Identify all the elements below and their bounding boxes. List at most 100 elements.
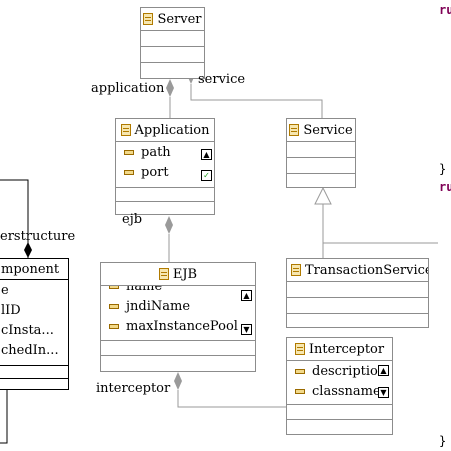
class-icon	[143, 13, 154, 25]
scroll-up-icon[interactable]: ▲	[201, 149, 212, 160]
class-component[interactable]: mponent e lID cInsta... chedIn...	[0, 258, 69, 390]
attribute-name: classname	[312, 383, 381, 399]
class-ejb[interactable]: EJB name jndiName maxInstancePool ▲ ▼	[100, 262, 256, 372]
composition-diamond-server-application	[166, 79, 174, 97]
operations-compartment	[287, 158, 355, 174]
edge-component-bottom	[0, 390, 8, 444]
attribute-row[interactable]: cInsta...	[0, 320, 68, 340]
attribute-icon	[109, 323, 119, 329]
class-header: mponent	[0, 259, 68, 280]
edge-ejb-interceptor	[177, 390, 286, 408]
operations-compartment	[0, 366, 68, 379]
scroll-up-icon[interactable]: ▲	[241, 290, 252, 301]
role-label-application: application	[91, 81, 165, 96]
attribute-name: chedIn...	[1, 342, 59, 358]
attribute-icon	[124, 149, 134, 155]
attributes-compartment: name jndiName maxInstancePool ▲ ▼	[101, 286, 255, 341]
role-label-structure: erstructure	[0, 229, 76, 244]
attribute-name: lID	[1, 302, 21, 318]
attribute-row[interactable]: port	[116, 162, 214, 182]
class-header: Interceptor	[287, 338, 392, 361]
attributes-compartment: e lID cInsta... chedIn...	[0, 280, 68, 366]
operations-compartment	[287, 405, 392, 420]
class-name: Server	[157, 11, 202, 27]
attributes-compartment	[141, 31, 204, 47]
attribute-row[interactable]: description	[287, 361, 392, 381]
inheritance-triangle-service	[314, 186, 332, 205]
edge-server-service	[190, 84, 323, 118]
code-keyword-fragment: ru	[439, 3, 451, 17]
attribute-row[interactable]: chedIn...	[0, 340, 68, 360]
extra-compartment	[287, 314, 428, 327]
attributes-compartment: description classname ▲ ▼	[287, 361, 392, 405]
class-icon	[158, 268, 169, 280]
attributes-compartment: path port ▲ ✓	[116, 142, 214, 188]
class-header: Server	[141, 8, 204, 31]
scroll-down-icon[interactable]: ✓	[201, 170, 212, 181]
attribute-row[interactable]: lID	[0, 300, 68, 320]
scroll-down-icon[interactable]: ▼	[378, 387, 389, 398]
attribute-icon	[124, 169, 134, 175]
scroll-down-icon[interactable]: ▼	[241, 324, 252, 335]
class-icon	[294, 343, 305, 355]
extra-compartment	[0, 379, 68, 389]
role-label-service: service	[198, 72, 246, 87]
attribute-name: path	[141, 144, 171, 160]
attribute-name: cInsta...	[1, 322, 54, 338]
extra-compartment	[141, 63, 204, 78]
attribute-name: jndiName	[126, 298, 191, 314]
class-header: EJB	[101, 263, 255, 286]
code-brace: }	[439, 162, 447, 176]
class-icon	[291, 264, 301, 276]
extra-compartment	[287, 420, 392, 433]
attribute-row[interactable]: path	[116, 142, 214, 162]
composition-diamond-application-ejb	[165, 216, 173, 234]
class-header: Application	[116, 119, 214, 142]
class-name: TransactionService	[305, 262, 429, 278]
class-interceptor[interactable]: Interceptor description classname ▲ ▼	[286, 337, 393, 435]
composition-diamond-component	[24, 242, 32, 258]
role-label-ejb: ejb	[122, 212, 143, 227]
class-header: Service	[287, 119, 355, 142]
attribute-name: maxInstancePool	[126, 318, 238, 334]
code-brace: }	[439, 434, 447, 448]
class-name: EJB	[172, 266, 198, 282]
extra-compartment	[101, 356, 255, 370]
attribute-row[interactable]: e	[0, 280, 68, 300]
attribute-icon	[295, 368, 305, 374]
class-icon	[289, 124, 300, 136]
attributes-compartment	[287, 142, 355, 158]
role-label-interceptor: interceptor	[96, 381, 171, 396]
extra-compartment	[287, 174, 355, 187]
attribute-name: description	[312, 363, 387, 379]
attribute-name: name	[126, 286, 163, 294]
attribute-icon	[295, 388, 305, 394]
class-server[interactable]: Server	[140, 7, 205, 79]
attribute-row[interactable]: name	[101, 286, 255, 296]
scroll-up-icon[interactable]: ▲	[378, 365, 389, 376]
class-transactionservice[interactable]: TransactionService	[286, 258, 429, 328]
attribute-row[interactable]: jndiName	[101, 296, 255, 316]
class-name: Interceptor	[308, 341, 385, 357]
attribute-icon	[109, 303, 119, 309]
class-application[interactable]: Application path port ▲ ✓	[115, 118, 215, 215]
operations-compartment	[101, 341, 255, 356]
attribute-row[interactable]: maxInstancePool	[101, 316, 255, 336]
class-name: mponent	[1, 261, 60, 277]
attribute-icon	[109, 286, 119, 289]
class-service[interactable]: Service	[286, 118, 356, 188]
class-name: Service	[303, 122, 353, 138]
code-keyword-fragment: ru	[439, 180, 451, 194]
class-icon	[120, 124, 131, 136]
composition-diamond-ejb-interceptor	[174, 372, 182, 390]
class-name: Application	[134, 122, 210, 138]
class-header: TransactionService	[287, 259, 428, 282]
operations-compartment	[141, 47, 204, 63]
attributes-compartment	[287, 282, 428, 298]
operations-compartment	[287, 298, 428, 314]
attribute-row[interactable]: classname	[287, 381, 392, 401]
edge-component-structure	[0, 179, 29, 258]
attribute-name: e	[1, 282, 9, 298]
